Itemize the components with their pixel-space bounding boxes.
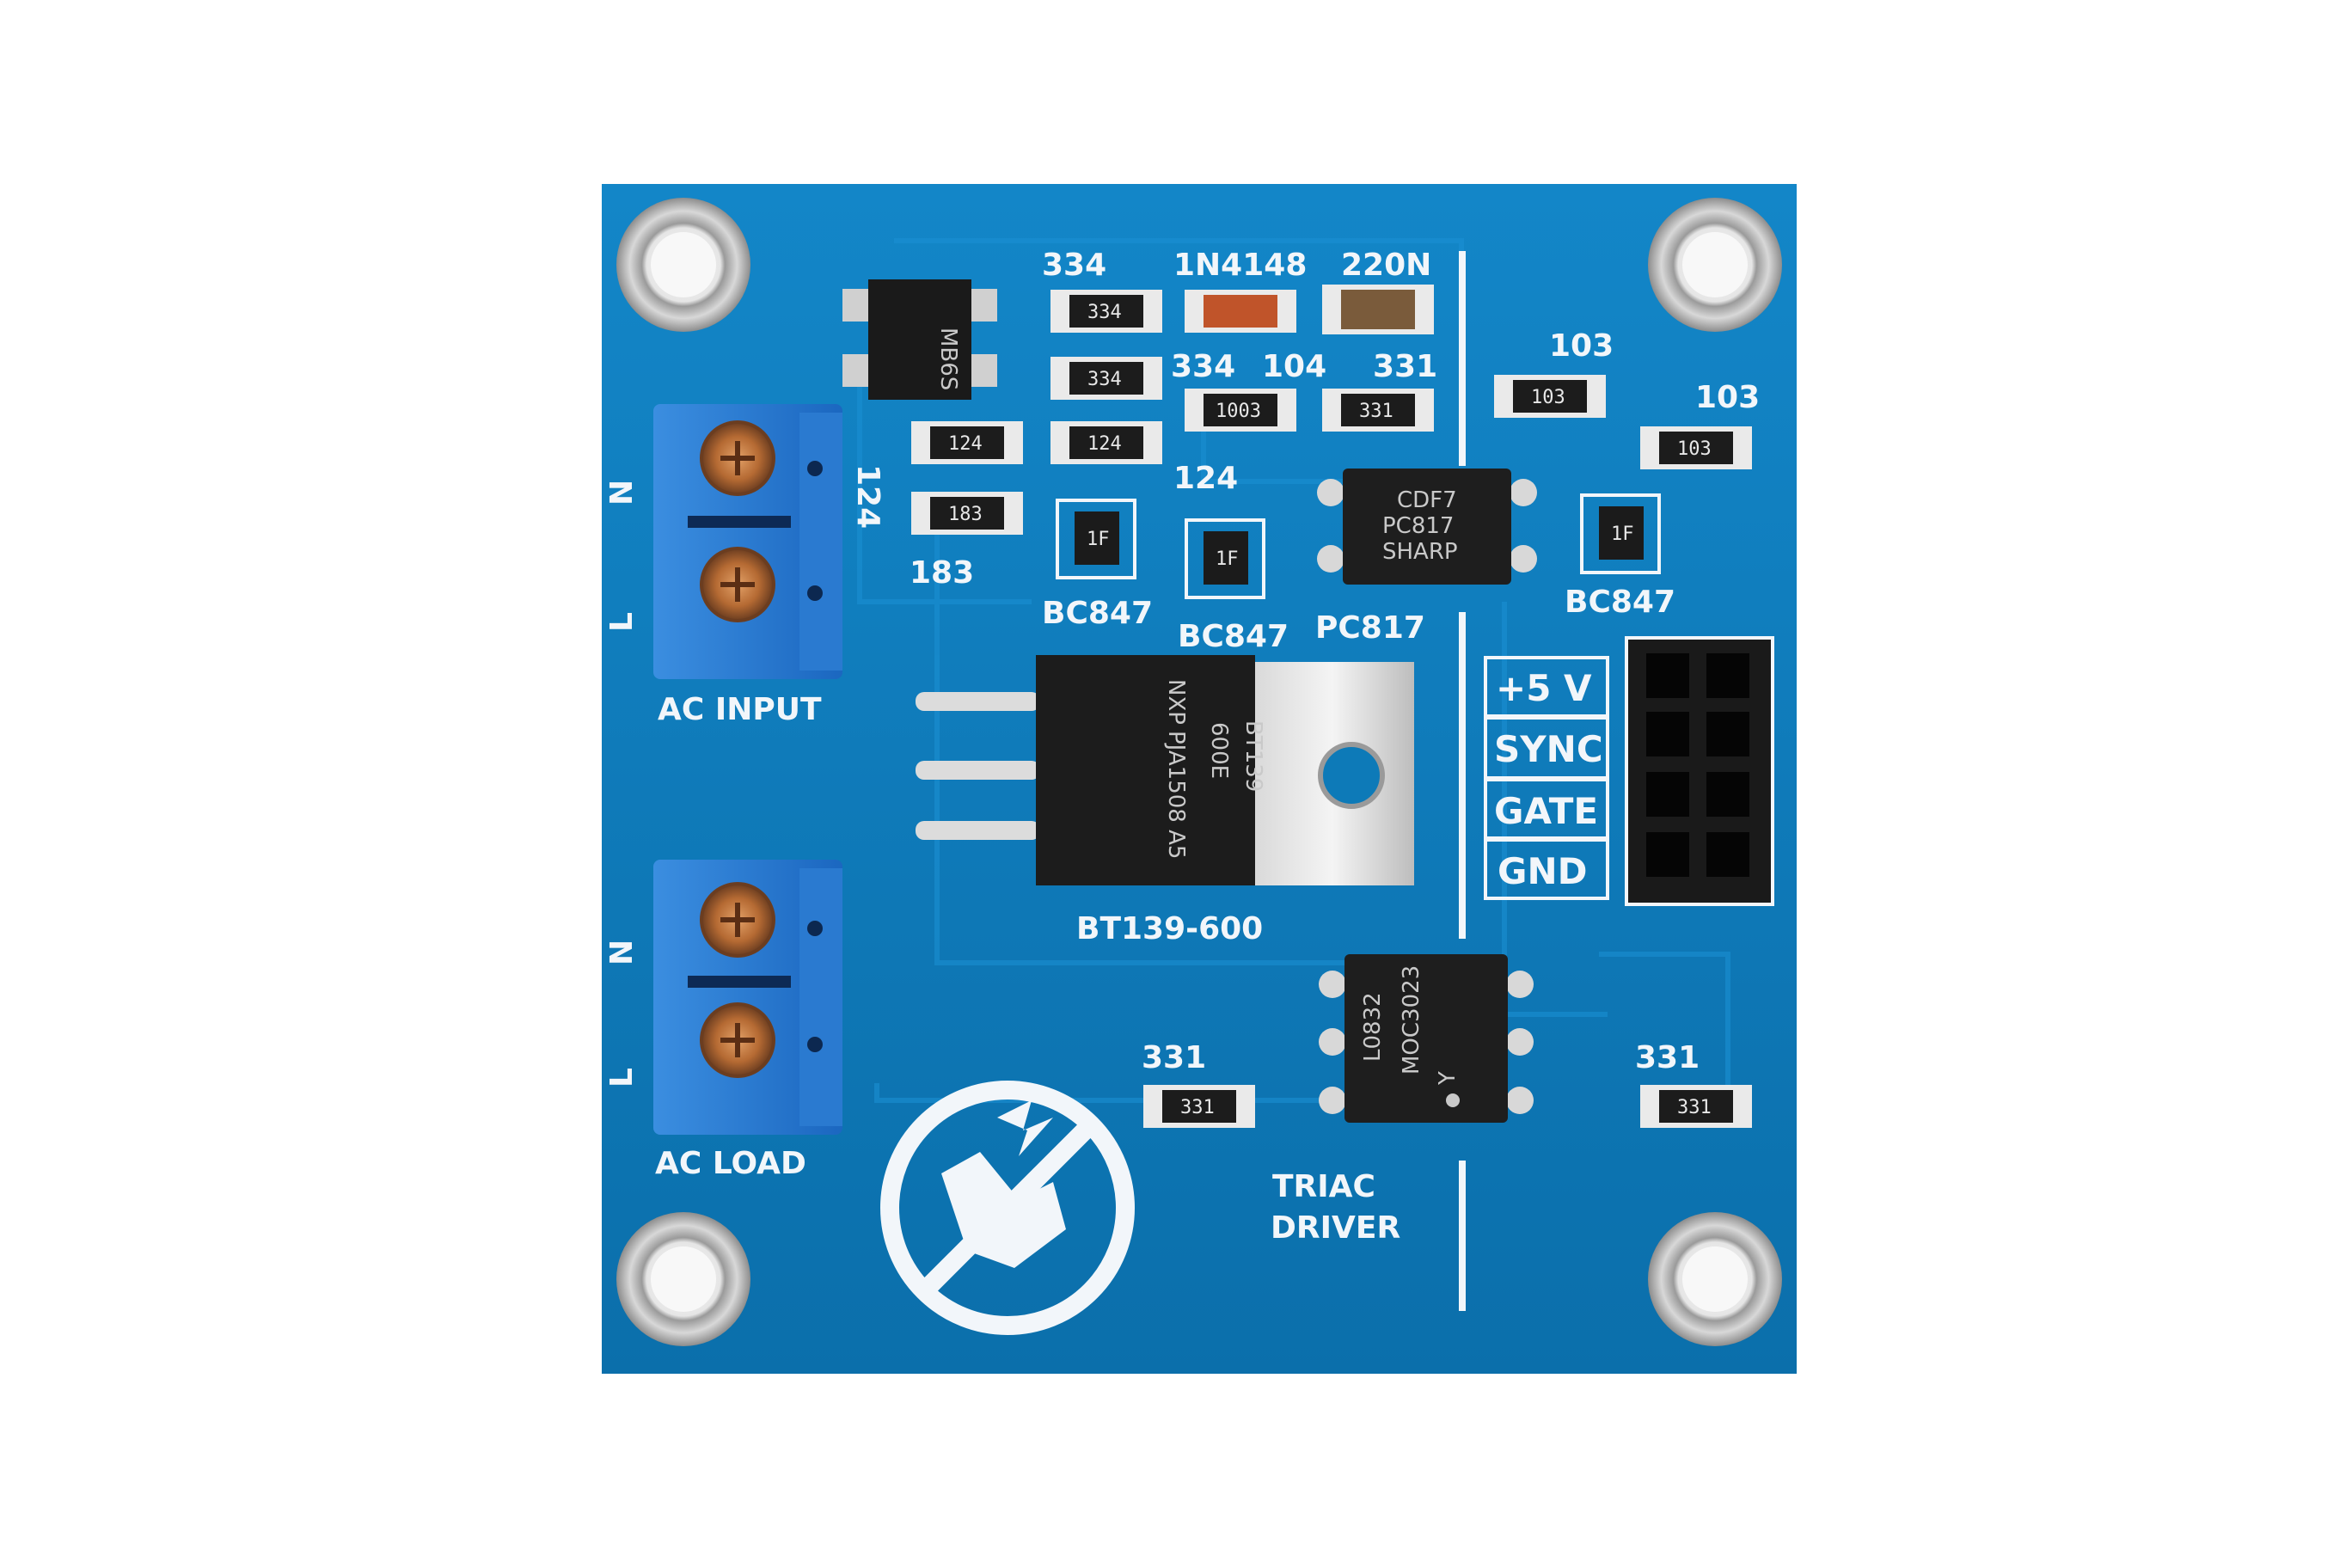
bc-mark-c: 1F — [1611, 524, 1634, 545]
label-l-load: L — [604, 1068, 640, 1087]
opto-mark-3: SHARP — [1382, 539, 1458, 565]
bt139-triac — [916, 655, 1414, 885]
label-183: 183 — [910, 555, 974, 591]
smd-183: 183 — [948, 504, 983, 525]
label-ac-load: AC LOAD — [655, 1146, 806, 1181]
header-pin-gnd: GND — [1498, 850, 1588, 892]
label-104: 104 — [1262, 349, 1326, 384]
label-driver: DRIVER — [1271, 1210, 1400, 1246]
isolation-lines — [1459, 251, 1466, 1311]
triac-mark-3: PJA1508 A5 — [1163, 731, 1189, 859]
smd-parts — [911, 285, 1752, 1128]
mounting-holes — [616, 198, 1782, 1346]
label-334-top: 334 — [1042, 248, 1106, 283]
triac-mark-2: 600E — [1206, 722, 1232, 779]
smd-331-b: 331 — [1180, 1097, 1215, 1118]
header-pin-sync: SYNC — [1494, 728, 1603, 770]
label-103-b: 103 — [1695, 380, 1760, 415]
label-124-b: 124 — [1173, 461, 1238, 496]
moc3023-driver — [1319, 954, 1534, 1123]
component-markings: 334 334 124 124 183 1003 331 103 103 331… — [948, 302, 1712, 1118]
smd-124-a: 124 — [948, 433, 983, 455]
moc-mark-1: L0832 — [1360, 992, 1386, 1062]
smd-103-a: 103 — [1531, 387, 1565, 408]
chip-markings: MB6S CDF7 PC817 SHARP NXP BT139 600E PJA… — [935, 328, 1461, 1086]
bridge-mark: MB6S — [935, 328, 961, 390]
smd-124-b: 124 — [1087, 433, 1122, 455]
moc-mark-2: MOC3023 — [1399, 965, 1424, 1075]
label-ac-input: AC INPUT — [658, 692, 822, 727]
smd-331-a: 331 — [1359, 401, 1393, 422]
pin-header[interactable] — [1625, 636, 1774, 906]
pc817-optocoupler — [1317, 469, 1537, 585]
smd-334-a: 334 — [1087, 302, 1122, 323]
label-331-right: 331 — [1635, 1040, 1700, 1075]
label-n-load: N — [604, 940, 640, 965]
triac-mark-1: BT139 — [1240, 720, 1266, 792]
header-pin-gate: GATE — [1494, 790, 1598, 832]
label-1n4148: 1N4148 — [1173, 248, 1307, 283]
label-n-input: N — [604, 480, 640, 505]
label-triac: TRIAC — [1272, 1169, 1375, 1204]
label-bc847-b: BC847 — [1178, 619, 1289, 654]
label-103-a: 103 — [1549, 328, 1614, 364]
smd-331-c: 331 — [1677, 1097, 1712, 1118]
label-334-mid: 334 — [1171, 349, 1235, 384]
label-bc847-c: BC847 — [1565, 585, 1675, 620]
header-label-boxes — [1484, 656, 1609, 900]
smd-103-b: 103 — [1677, 438, 1712, 460]
label-bt139-600: BT139-600 — [1076, 911, 1263, 946]
label-331-top: 331 — [1373, 349, 1437, 384]
opto-mark-1: CDF7 — [1397, 487, 1457, 513]
bc-mark-b: 1F — [1216, 548, 1239, 570]
label-bc847-a: BC847 — [1042, 596, 1153, 631]
label-331-left: 331 — [1142, 1040, 1206, 1075]
opto-mark-2: PC817 — [1382, 513, 1454, 539]
smd-1003: 1003 — [1216, 401, 1261, 422]
hand-icon — [941, 1100, 1066, 1268]
silkscreen-text: 334 1N4148 220N 334 104 331 103 103 124 … — [604, 248, 1760, 1246]
header-pin-5v: +5 V — [1496, 667, 1592, 709]
moc-mark-3: Y — [1435, 1071, 1461, 1086]
smd-334-b: 334 — [1087, 369, 1122, 390]
label-pc817: PC817 — [1315, 610, 1425, 646]
bc-mark-a: 1F — [1087, 529, 1110, 550]
label-l-input: L — [604, 612, 640, 632]
label-220n: 220N — [1341, 248, 1431, 283]
ac-input-terminal[interactable] — [653, 404, 842, 679]
bridge-rectifier — [842, 279, 997, 400]
ac-load-terminal[interactable] — [653, 860, 842, 1135]
label-124-a: 124 — [850, 464, 885, 529]
triac-brand: NXP — [1163, 679, 1189, 725]
